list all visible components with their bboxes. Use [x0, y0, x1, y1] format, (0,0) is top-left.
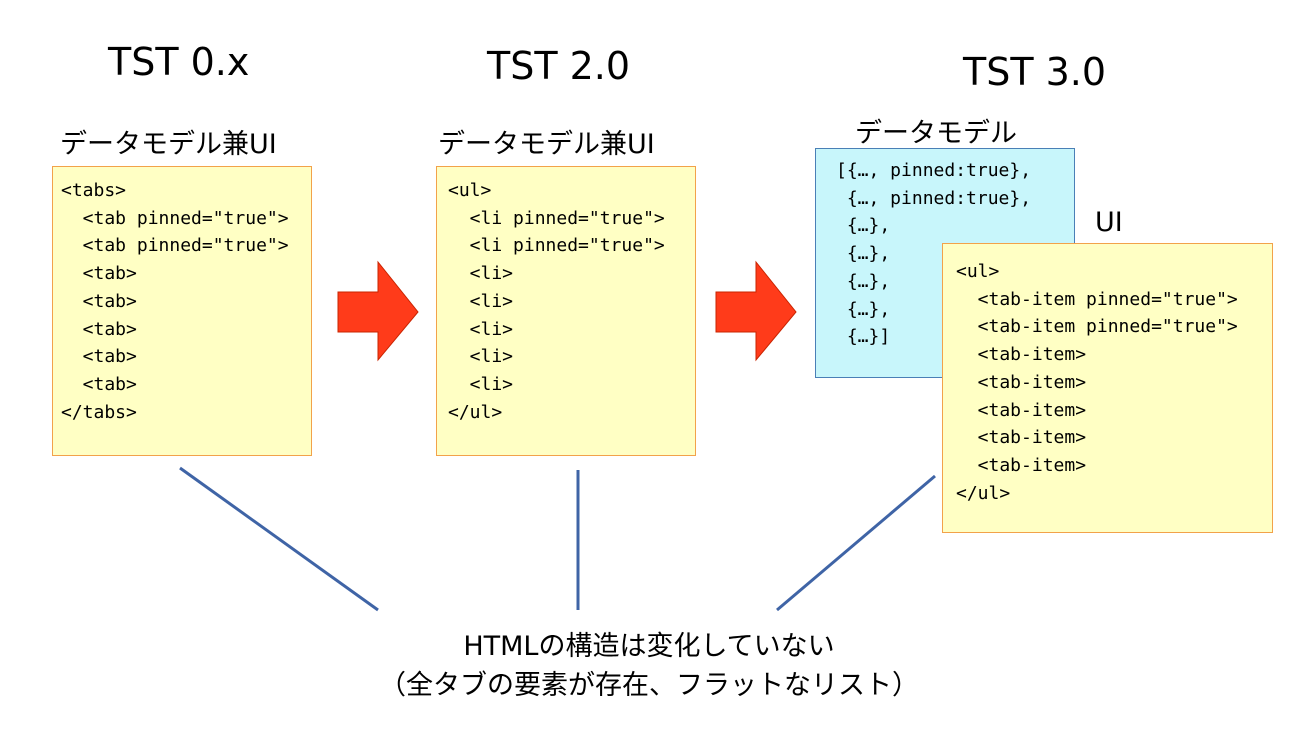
caption-line-2: （全タブの要素が存在、フラットなリスト） [379, 670, 919, 701]
tst-20-code-box: <ul> <li pinned="true"> <li pinned="true… [436, 166, 696, 456]
tst-0x-code-box: <tabs> <tab pinned="true"> <tab pinned="… [52, 166, 312, 456]
tst-30-title: TST 3.0 [963, 50, 1107, 94]
tst-30-ui-code: <ul> <tab-item pinned="true"> <tab-item … [956, 261, 1238, 504]
tst-0x-code: <tabs> <tab pinned="true"> <tab pinned="… [61, 180, 289, 423]
tst-30-ui-label: UI [1095, 207, 1123, 238]
tst-30-model-code: [{…, pinned:true}, {…, pinned:true}, {…}… [836, 160, 1032, 348]
tst-30-model-label: データモデル [855, 118, 1017, 149]
arrow-20-to-30 [715, 260, 797, 362]
arrow-0x-to-20 [337, 260, 419, 362]
connector-right [776, 474, 936, 612]
tst-20-title: TST 2.0 [487, 44, 631, 88]
tst-30-ui-box: <ul> <tab-item pinned="true"> <tab-item … [942, 243, 1273, 533]
connector-left [179, 466, 379, 612]
caption-line-1: HTMLの構造は変化していない [463, 631, 835, 662]
tst-0x-title: TST 0.x [108, 40, 250, 84]
tst-20-label: データモデル兼UI [438, 129, 655, 160]
tst-20-code: <ul> <li pinned="true"> <li pinned="true… [448, 180, 665, 423]
tst-0x-label: データモデル兼UI [60, 129, 277, 160]
